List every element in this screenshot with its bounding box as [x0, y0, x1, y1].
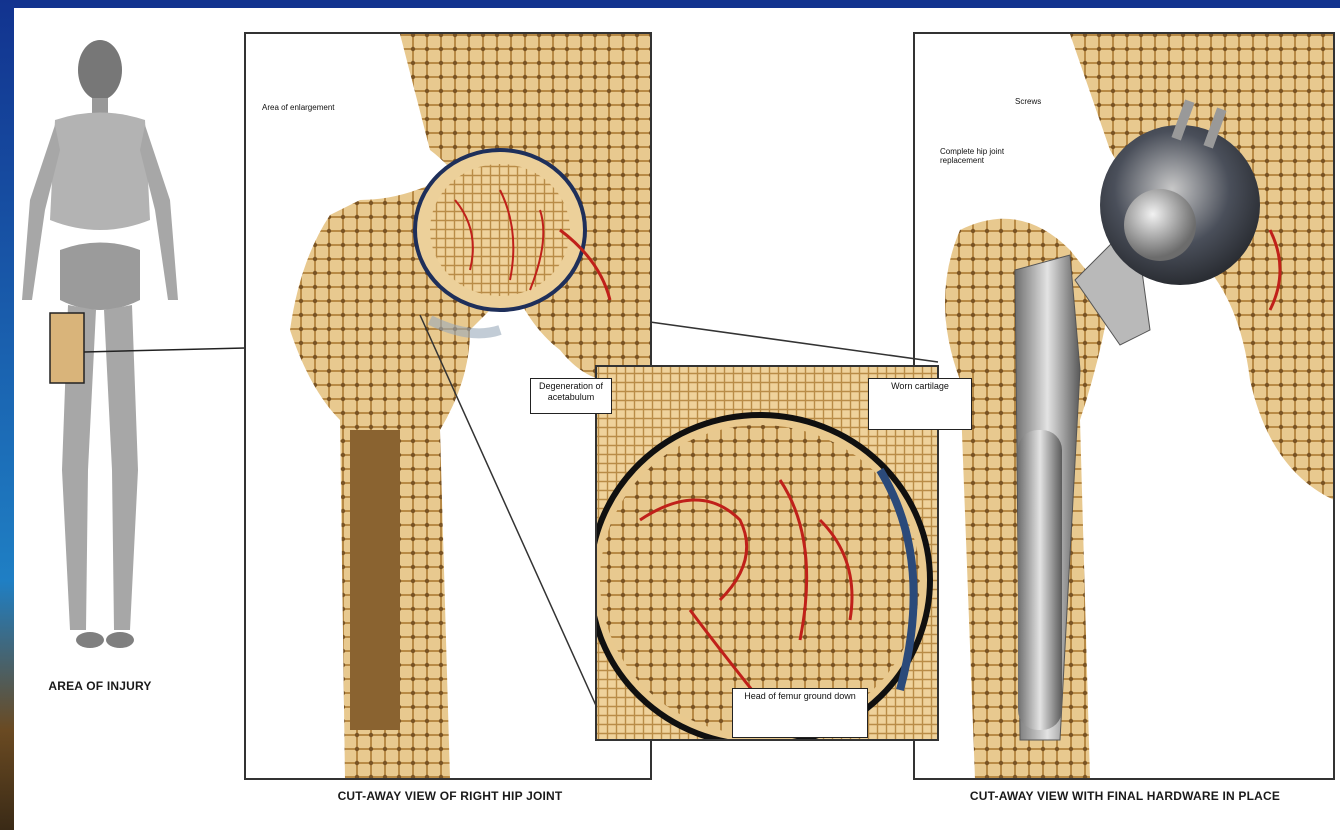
femur-head-callout: Head of femur ground down	[732, 688, 868, 738]
hip-joint-caption: CUT-AWAY VIEW OF RIGHT HIP JOINT	[270, 790, 630, 803]
screws-label: Screws	[1015, 97, 1041, 106]
injury-highlight	[50, 313, 84, 383]
worn-cartilage-callout: Worn cartilage	[868, 378, 972, 430]
hardware-panel	[914, 33, 1334, 779]
area-of-enlargement-label: Area of enlargement	[262, 103, 335, 112]
caption-line: CUT-AWAY VIEW WITH FINAL HARDWARE IN PLA…	[970, 789, 1280, 803]
hardware-caption: CUT-AWAY VIEW WITH FINAL HARDWARE IN PLA…	[930, 790, 1320, 803]
caption-line: CUT-AWAY VIEW OF RIGHT HIP JOINT	[338, 789, 563, 803]
degeneration-callout: Degeneration of acetabulum	[530, 378, 612, 414]
caption-line: AREA OF INJURY	[48, 679, 151, 693]
area-of-injury-caption: AREA OF INJURY	[40, 680, 160, 693]
skeleton-figure	[22, 40, 178, 648]
complete-hip-joint-label: Complete hip joint replacement	[940, 147, 1030, 165]
